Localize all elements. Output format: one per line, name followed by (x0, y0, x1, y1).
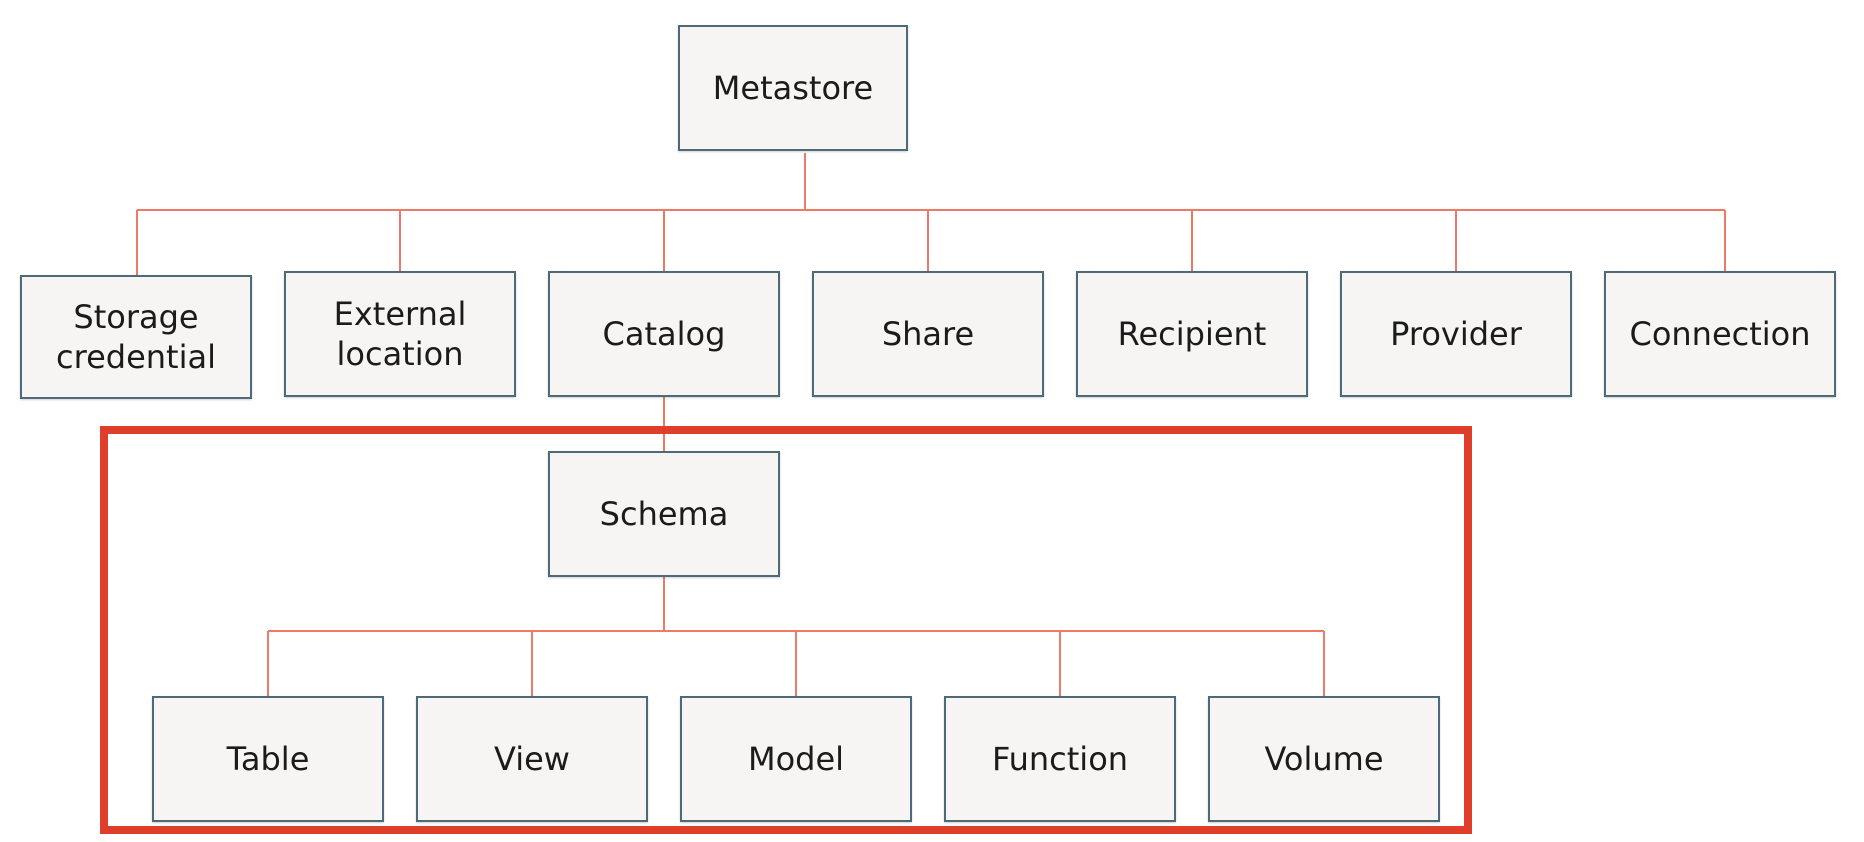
node-label-recipient: Recipient (1117, 315, 1267, 353)
node-view: View (416, 696, 648, 822)
node-label-connection: Connection (1629, 315, 1811, 353)
node-volume: Volume (1208, 696, 1440, 822)
node-provider: Provider (1340, 271, 1572, 397)
node-connection: Connection (1604, 271, 1836, 397)
node-label-external-location: External location (333, 295, 467, 373)
node-function: Function (944, 696, 1176, 822)
node-storage-credential: Storage credential (20, 275, 252, 399)
node-label-function: Function (991, 740, 1129, 778)
node-model: Model (680, 696, 912, 822)
node-metastore: Metastore (678, 25, 908, 151)
node-share: Share (812, 271, 1044, 397)
node-external-location: External location (284, 271, 516, 397)
node-label-provider: Provider (1390, 315, 1522, 353)
node-label-storage-credential: Storage credential (56, 298, 216, 376)
node-label-model: Model (747, 740, 845, 778)
node-label-metastore: Metastore (712, 69, 874, 107)
node-label-share: Share (881, 315, 975, 353)
node-catalog: Catalog (548, 271, 780, 397)
schema-highlight-frame (100, 426, 1472, 834)
node-label-table: Table (226, 740, 310, 778)
node-label-catalog: Catalog (602, 315, 726, 353)
node-label-volume: Volume (1264, 740, 1384, 778)
node-label-view: View (494, 740, 570, 778)
node-recipient: Recipient (1076, 271, 1308, 397)
node-schema: Schema (548, 451, 780, 577)
node-table: Table (152, 696, 384, 822)
node-label-schema: Schema (599, 495, 729, 533)
